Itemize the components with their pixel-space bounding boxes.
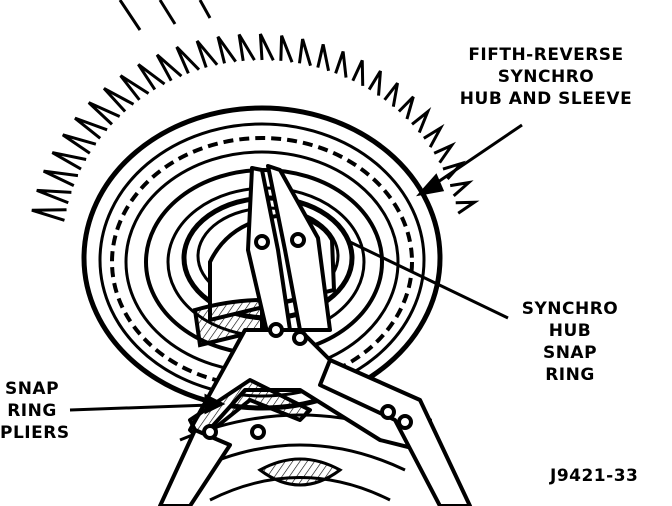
gear-tooth [74,116,108,140]
label-line: FIFTH-REVERSE [468,45,624,65]
gear-tooth [155,53,183,82]
gear-tooth [237,33,256,62]
gear-tooth [31,208,67,222]
gear-tooth [423,123,445,148]
gear-tooth [137,63,166,91]
gear-tooth [411,107,432,134]
leader-lines [69,123,523,415]
gear-tooth [42,169,79,187]
label-line: SYNCHRO [521,299,619,319]
gear-tooth [258,33,275,61]
gear-tooth [175,45,201,74]
gear-tooth [279,35,294,63]
gear-tooth [51,151,87,171]
gear-tooth [61,133,97,155]
gear-tooth [334,51,348,78]
label-line: SNAP [542,343,598,363]
label-line: SYNCHRO [497,67,595,87]
gear-tooth [195,39,219,69]
label-line: RING [7,401,57,421]
figure-id: J9421-33 [550,466,639,486]
gear-tooth [102,87,135,113]
label-synchro-hub-snap-ring: SYNCHRO HUB SNAP RING [505,298,635,386]
gear-tooth [316,44,331,72]
gear-tooth [119,74,150,101]
gear-tooth [449,180,474,197]
label-line: HUB AND SLEEVE [459,89,633,109]
snap-ring-pliers [158,164,472,506]
gear-tooth [36,188,72,205]
label-snap-ring-pliers: SNAP RING PLIERS [0,378,70,444]
gear-tooth [216,35,237,64]
label-hub-and-sleeve: FIFTH-REVERSE SYNCHRO HUB AND SLEEVE [436,44,656,110]
gear-tooth [297,38,312,67]
gear-tooth [433,141,457,164]
gear-tooth [383,82,399,107]
label-line: PLIERS [0,423,70,443]
gear-tooth [455,200,480,215]
upper-shaft [118,0,212,31]
gear-tooth [367,70,382,96]
label-line: SNAP [4,379,60,399]
gear-tooth [397,95,415,120]
gear-tooth [351,59,365,86]
gear-tooth [87,101,121,126]
label-line: RING [545,365,595,385]
label-line: HUB [548,321,592,341]
